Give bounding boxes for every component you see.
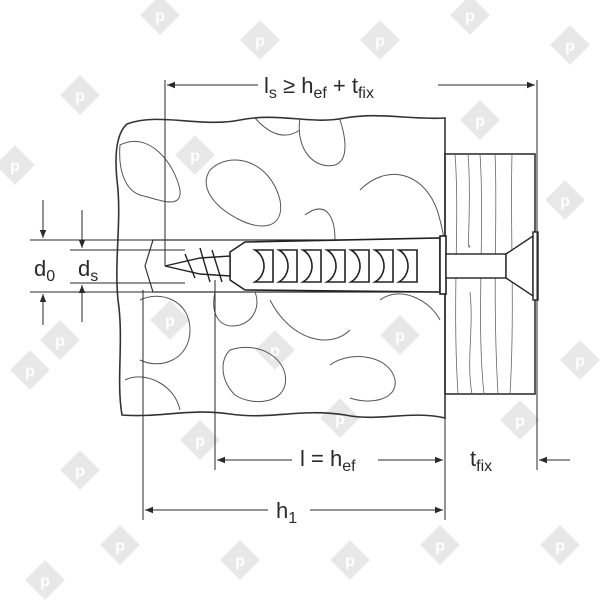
label-ls-formula: ls ≥ hef + tfix: [264, 73, 374, 102]
svg-text:p: p: [155, 8, 165, 25]
svg-text:p: p: [555, 538, 565, 555]
screw: [164, 231, 539, 301]
watermark-logo: p: [175, 135, 215, 175]
svg-text:p: p: [335, 411, 345, 428]
label-tfix: tfix: [470, 446, 492, 475]
watermark-logo: p: [150, 300, 190, 340]
watermark-logo: p: [460, 100, 500, 140]
watermark-logo: p: [420, 525, 460, 565]
svg-text:p: p: [375, 33, 385, 50]
anchor-fin: [372, 249, 394, 283]
svg-text:p: p: [465, 8, 475, 25]
label-l-hef: l = hef: [300, 446, 356, 475]
svg-text:p: p: [345, 553, 355, 570]
watermark-logo: p: [450, 0, 490, 35]
svg-text:p: p: [475, 113, 485, 130]
watermark-logo: p: [10, 350, 50, 390]
svg-text:p: p: [75, 463, 85, 480]
label-h1: h1: [276, 498, 297, 527]
svg-text:p: p: [435, 538, 445, 555]
svg-text:p: p: [10, 158, 20, 175]
watermark-logo: p: [545, 180, 585, 220]
watermark-logo: p: [60, 450, 100, 490]
watermark-logo: p: [255, 330, 295, 370]
watermark-logo: p: [220, 540, 260, 580]
plastic-anchor: [229, 235, 447, 295]
svg-text:p: p: [395, 328, 405, 345]
watermark-logo: p: [380, 315, 420, 355]
svg-text:p: p: [40, 573, 50, 590]
anchor-fin: [324, 249, 346, 283]
watermark-logo: p: [180, 420, 220, 460]
svg-text:p: p: [565, 38, 575, 55]
svg-text:p: p: [75, 88, 85, 105]
svg-text:p: p: [270, 343, 280, 360]
svg-text:p: p: [115, 538, 125, 555]
watermark-logo: p: [25, 560, 65, 600]
svg-text:p: p: [165, 313, 175, 330]
watermark-logo: p: [550, 25, 590, 65]
svg-text:p: p: [235, 553, 245, 570]
watermark-logo: p: [240, 20, 280, 60]
watermark-logo: p: [500, 400, 540, 440]
anchor-fin: [396, 249, 418, 283]
svg-text:p: p: [255, 33, 265, 50]
anchor-fin: [348, 249, 370, 283]
dimension-lines: [30, 80, 570, 520]
svg-text:p: p: [25, 363, 35, 380]
anchor-fin: [276, 249, 298, 283]
watermark-logo: p: [60, 75, 100, 115]
svg-text:p: p: [515, 413, 525, 430]
label-ds: ds: [78, 256, 98, 285]
watermark-logo: p: [40, 320, 80, 360]
svg-text:p: p: [195, 433, 205, 450]
watermark-logo: p: [0, 145, 35, 185]
anchor-fin: [252, 249, 274, 283]
watermark-logo: p: [100, 525, 140, 565]
watermark-logo: p: [320, 398, 360, 438]
label-d0: d0: [34, 256, 55, 285]
svg-text:p: p: [560, 193, 570, 210]
masonry-base-material: [115, 114, 446, 420]
svg-text:p: p: [190, 148, 200, 165]
watermark-logo: p: [560, 340, 600, 380]
watermark-logo: p: [540, 525, 580, 565]
svg-text:p: p: [575, 353, 585, 370]
watermark-logo: p: [140, 0, 180, 35]
watermark-logo: p: [330, 540, 370, 580]
anchor-fin: [300, 249, 322, 283]
watermark-logo: p: [360, 20, 400, 60]
svg-text:p: p: [55, 333, 65, 350]
